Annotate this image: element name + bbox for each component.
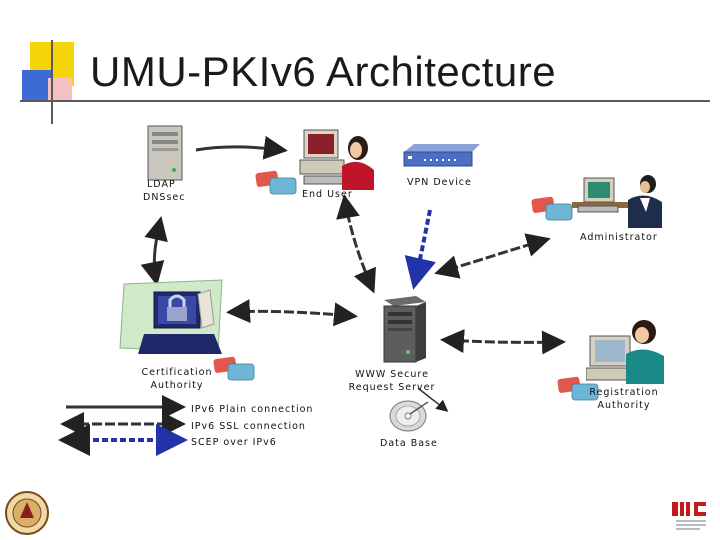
decor-pink-square [48,78,72,100]
ra-label: Registration Authority [584,386,664,412]
enduser-www-connection [336,194,376,294]
certificate-card-icon [531,196,573,221]
university-seal-logo [5,491,49,535]
ldap-ca-connection [140,216,168,286]
ldap-label-line1: LDAP [147,179,176,190]
certificate-card-icon [557,376,599,401]
admin-www-connection [434,233,551,279]
www-ra-connection [440,329,566,355]
ca-www-connection [226,299,358,327]
legend-scep-label: SCEP over IPv6 [191,437,277,448]
ca-label: Certification Authority [132,366,222,392]
legend-plain-label: IPv6 Plain connection [191,404,314,415]
ca-label-line1: Certification [141,367,213,378]
vpn-device-icon [403,144,480,167]
vpn-label: VPN Device [407,177,472,188]
database-cd-icon [389,400,429,432]
server-tower-icon [147,125,183,181]
administrator-label: Administrator [580,232,658,243]
www-label-line1: WWW Secure [355,369,429,380]
www-label: WWW Secure Request Server [344,368,440,394]
ldap-enduser-connection [195,135,288,160]
decor-vertical-line [51,40,53,124]
ra-label-line2: Authority [597,400,651,411]
legend-ssl-label: IPv6 SSL connection [191,421,306,432]
certification-authority-lock-icon [119,279,223,354]
ca-label-line2: Authority [150,380,204,391]
www-server-icon [383,296,426,363]
user-at-computer-icon [299,129,374,190]
vpn-www-connection [404,209,436,290]
enduser-label: End User [302,189,353,200]
decor-blue-square [22,70,52,100]
ra-label-line1: Registration [589,387,659,398]
diic-logo [672,502,706,530]
ldap-label-line2: DNSsec [143,192,186,203]
admin-at-computer-icon [572,175,662,228]
www-label-line2: Request Server [348,382,436,393]
slide-title: UMU-PKIv6 Architecture [90,48,557,95]
certificate-card-icon [255,170,297,195]
title-divider [20,100,710,102]
ldap-label: LDAP DNSsec [143,178,185,204]
registration-operator-icon [586,320,664,384]
database-label: Data Base [380,438,438,449]
certificate-card-icon [213,356,255,381]
www-database-connection [417,387,449,412]
